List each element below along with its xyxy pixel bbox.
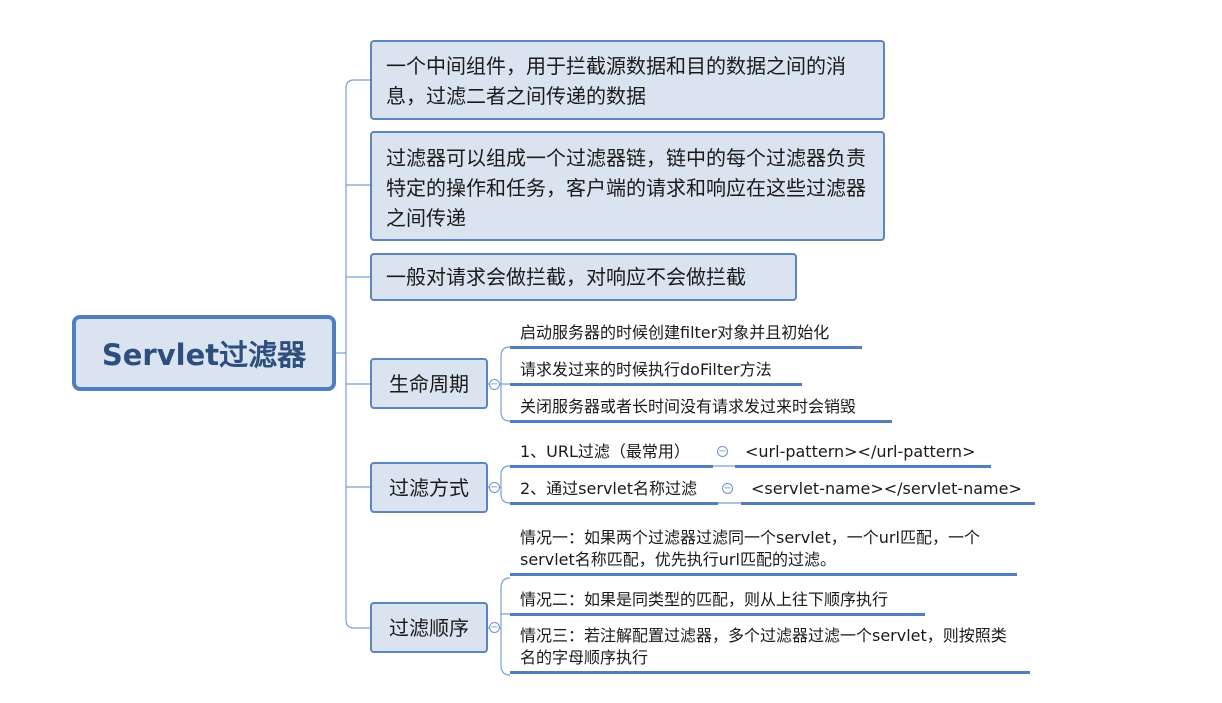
order-item-3-text: 情况三：若注解配置过滤器，多个过滤器过滤一个servlet，则按照类名的字母顺序… bbox=[520, 626, 1007, 667]
topic-intercept[interactable]: 一般对请求会做拦截，对响应不会做拦截 bbox=[370, 253, 797, 301]
topic-intercept-text: 一般对请求会做拦截，对响应不会做拦截 bbox=[386, 265, 746, 289]
collapse-filter-method-icon[interactable]: − bbox=[489, 482, 500, 493]
order-item-1[interactable]: 情况一：如果两个过滤器过滤同一个servlet，一个url匹配，一个servle… bbox=[510, 527, 1017, 576]
method-servlet-name-tag[interactable]: <servlet-name></servlet-name> bbox=[741, 478, 1035, 505]
collapse-lifecycle-icon[interactable]: − bbox=[489, 379, 500, 390]
method-url-pattern[interactable]: <url-pattern></url-pattern> bbox=[735, 441, 991, 468]
collapse-method-servlet-name-icon[interactable]: − bbox=[722, 483, 733, 494]
topic-filter-method[interactable]: 过滤方式 bbox=[370, 462, 488, 513]
root-label: Servlet过滤器 bbox=[101, 338, 307, 372]
topic-filter-order-label: 过滤顺序 bbox=[389, 615, 469, 640]
topic-filter-chain[interactable]: 过滤器可以组成一个过滤器链，链中的每个过滤器负责特定的操作和任务，客户端的请求和… bbox=[370, 131, 885, 241]
lifecycle-item-3-text: 关闭服务器或者长时间没有请求发过来时会销毁 bbox=[520, 397, 857, 416]
order-item-3[interactable]: 情况三：若注解配置过滤器，多个过滤器过滤一个servlet，则按照类名的字母顺序… bbox=[510, 625, 1030, 674]
lifecycle-item-2-text: 请求发过来的时候执行doFilter方法 bbox=[520, 360, 772, 379]
method-servlet-name-tag-text: <servlet-name></servlet-name> bbox=[751, 479, 1022, 498]
lifecycle-item-1-text: 启动服务器的时候创建filter对象并且初始化 bbox=[520, 323, 830, 342]
method-item-url-text: 1、URL过滤（最常用） bbox=[520, 442, 690, 461]
order-item-1-text: 情况一：如果两个过滤器过滤同一个servlet，一个url匹配，一个servle… bbox=[520, 528, 980, 569]
order-item-2[interactable]: 情况二：如果是同类型的匹配，则从上往下顺序执行 bbox=[510, 589, 925, 616]
method-item-servlet-name[interactable]: 2、通过servlet名称过滤 bbox=[510, 478, 718, 505]
collapse-filter-order-icon[interactable]: − bbox=[489, 622, 500, 633]
topic-lifecycle-label: 生命周期 bbox=[389, 371, 469, 396]
topic-filter-order[interactable]: 过滤顺序 bbox=[370, 602, 488, 653]
topic-lifecycle[interactable]: 生命周期 bbox=[370, 358, 488, 409]
topic-filter-method-label: 过滤方式 bbox=[389, 475, 469, 500]
topic-definition-text: 一个中间组件，用于拦截源数据和目的数据之间的消息，过滤二者之间传递的数据 bbox=[386, 54, 846, 108]
method-item-servlet-name-text: 2、通过servlet名称过滤 bbox=[520, 479, 697, 498]
lifecycle-item-1[interactable]: 启动服务器的时候创建filter对象并且初始化 bbox=[510, 322, 862, 349]
lifecycle-item-3[interactable]: 关闭服务器或者长时间没有请求发过来时会销毁 bbox=[510, 396, 892, 423]
root-node[interactable]: Servlet过滤器 bbox=[72, 315, 336, 391]
order-item-2-text: 情况二：如果是同类型的匹配，则从上往下顺序执行 bbox=[520, 590, 889, 609]
topic-filter-chain-text: 过滤器可以组成一个过滤器链，链中的每个过滤器负责特定的操作和任务，客户端的请求和… bbox=[386, 146, 866, 230]
topic-definition[interactable]: 一个中间组件，用于拦截源数据和目的数据之间的消息，过滤二者之间传递的数据 bbox=[370, 40, 885, 120]
lifecycle-item-2[interactable]: 请求发过来的时候执行doFilter方法 bbox=[510, 359, 802, 386]
collapse-method-url-icon[interactable]: − bbox=[717, 446, 728, 457]
method-item-url[interactable]: 1、URL过滤（最常用） bbox=[510, 441, 713, 468]
method-url-pattern-text: <url-pattern></url-pattern> bbox=[745, 442, 976, 461]
